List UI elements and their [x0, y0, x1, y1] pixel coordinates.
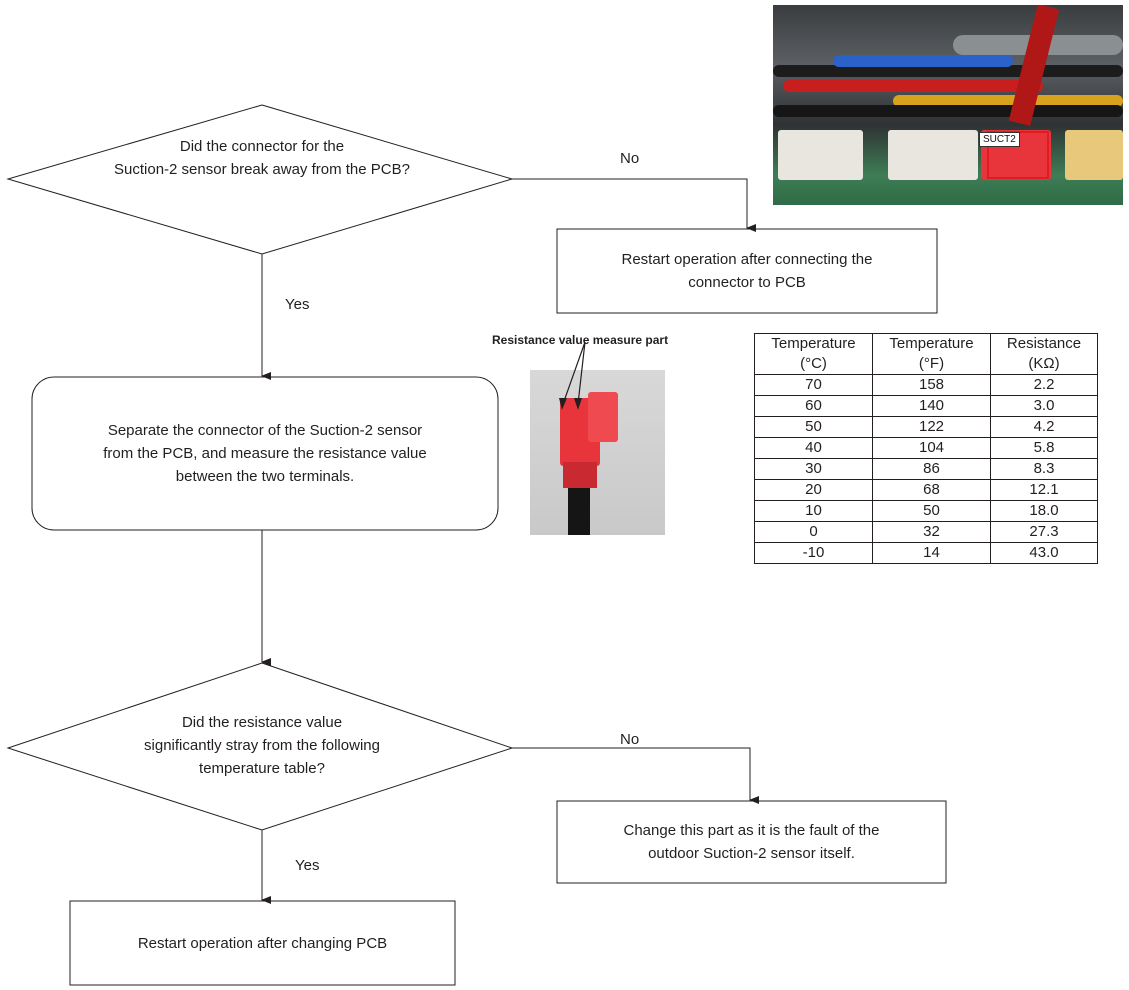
cell-resistance: 18.0: [990, 500, 1098, 522]
header-temp-c-unit: (°C): [800, 355, 827, 372]
resistance-table: Temperature (°C) Temperature (°F) Resist…: [754, 333, 1098, 564]
cell-temp-f: 86: [872, 458, 991, 480]
cell-resistance: 43.0: [990, 542, 1098, 564]
header-temp-f-line1: Temperature: [889, 335, 974, 352]
box-restart-connect-line2: connector to PCB: [688, 274, 806, 291]
header-temp-c-line1: Temperature: [771, 335, 856, 352]
decision2-line3: temperature table?: [199, 760, 325, 777]
cell-temp-c: 20: [754, 479, 873, 501]
sensor-photo-caption: Resistance value measure part: [492, 333, 669, 347]
cell-temp-f: 32: [872, 521, 991, 543]
cell-temp-c: 30: [754, 458, 873, 480]
cell-temp-c: 10: [754, 500, 873, 522]
table-header-row: Temperature (°C) Temperature (°F) Resist…: [754, 333, 1098, 375]
decision2-yes-label: Yes: [295, 857, 320, 874]
cell-resistance: 5.8: [990, 437, 1098, 459]
cell-temp-c: -10: [754, 542, 873, 564]
cell-resistance: 27.3: [990, 521, 1098, 543]
header-resistance: Resistance (KΩ): [990, 333, 1098, 375]
box-measure-line1: Separate the connector of the Suction-2 …: [107, 422, 423, 439]
pcb-suct2-tag: SUCT2: [979, 132, 1020, 147]
decision1-no-label: No: [620, 150, 640, 167]
box-change-part-line2: outdoor Suction-2 sensor itself.: [648, 845, 855, 862]
decision1-line1: Did the connector for the: [179, 138, 345, 155]
cell-resistance: 3.0: [990, 395, 1098, 417]
cell-temp-c: 50: [754, 416, 873, 438]
box-measure: Separate the connector of the Suction-2 …: [32, 377, 498, 530]
cell-temp-f: 122: [872, 416, 991, 438]
box-restart-pcb-frame: [69, 900, 456, 986]
decision2-no-connector: [512, 747, 759, 804]
decision1-yes-label: Yes: [285, 296, 310, 313]
box-restart-pcb-text: Restart operation after changing PCB: [137, 934, 388, 952]
header-resistance-line1: Resistance: [1006, 335, 1082, 352]
cell-temp-c: 60: [754, 395, 873, 417]
cell-temp-f: 68: [872, 479, 991, 501]
cell-resistance: 2.2: [990, 374, 1098, 396]
measure-pointer-arrows: [559, 341, 586, 410]
cell-temp-c: 70: [754, 374, 873, 396]
cell-resistance: 4.2: [990, 416, 1098, 438]
header-resistance-unit: (KΩ): [1028, 355, 1060, 372]
box-restart-connect-line1: Restart operation after connecting the: [621, 251, 873, 268]
decision1-line2: Suction-2 sensor break away from the PCB…: [114, 161, 410, 178]
box-restart-connect: Restart operation after connecting the c…: [557, 229, 937, 313]
cell-temp-c: 0: [754, 521, 873, 543]
decision1-no-connector: [512, 178, 756, 232]
cell-temp-f: 140: [872, 395, 991, 417]
box-measure-line3: between the two terminals.: [175, 468, 355, 485]
box-restart-pcb: Restart operation after changing PCB: [70, 901, 455, 985]
header-temp-c: Temperature (°C): [754, 333, 873, 375]
box-change-part: Change this part as it is the fault of t…: [557, 801, 946, 883]
cell-temp-c: 40: [754, 437, 873, 459]
pcb-connector-photo: [773, 5, 1123, 205]
box-change-part-line1: Change this part as it is the fault of t…: [623, 822, 880, 839]
decision2-text: Did the resistance value significantly s…: [60, 711, 464, 780]
decision2-line1: Did the resistance value: [181, 714, 343, 731]
box-change-part-frame: [556, 800, 947, 884]
cell-resistance: 8.3: [990, 458, 1098, 480]
cell-temp-f: 50: [872, 500, 991, 522]
header-temp-f: Temperature (°F): [872, 333, 991, 375]
decision1-text: Did the connector for the Suction-2 sens…: [60, 135, 464, 181]
decision2-no-label: No: [620, 731, 640, 748]
cell-temp-f: 158: [872, 374, 991, 396]
cell-resistance: 12.1: [990, 479, 1098, 501]
cell-temp-f: 104: [872, 437, 991, 459]
box-restart-connect-frame: [556, 228, 938, 314]
header-temp-f-unit: (°F): [918, 355, 945, 372]
box-measure-frame: [31, 376, 499, 531]
box-measure-line2: from the PCB, and measure the resistance…: [103, 445, 427, 462]
decision2-line2: significantly stray from the following: [144, 737, 380, 754]
cell-temp-f: 14: [872, 542, 991, 564]
sensor-connector-photo: [530, 370, 665, 535]
